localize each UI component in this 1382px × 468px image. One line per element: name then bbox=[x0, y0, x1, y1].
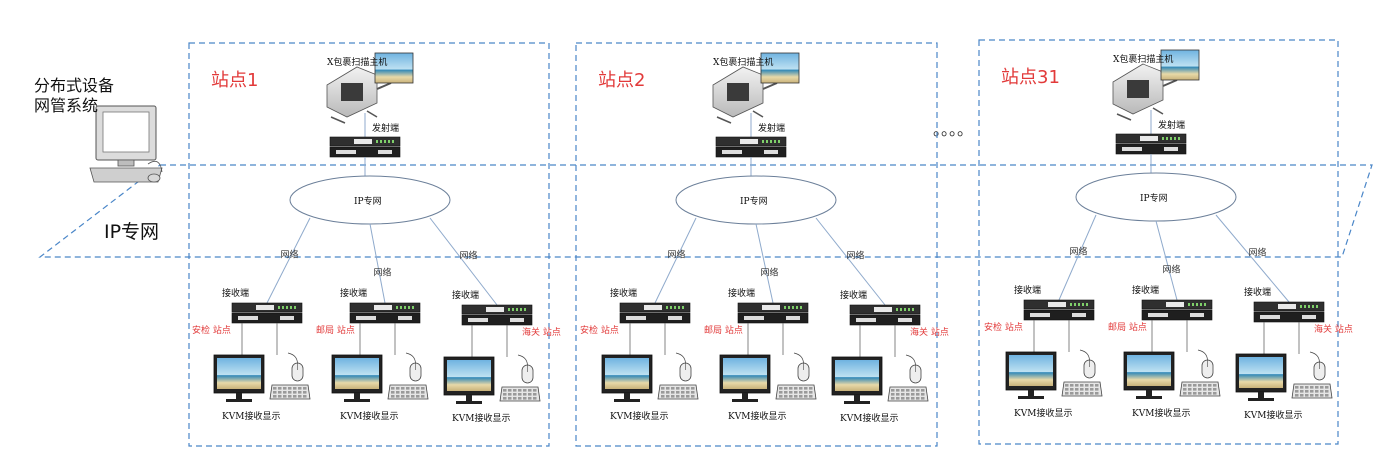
station-title: 站点31 bbox=[1001, 67, 1060, 88]
kvm-label: KVM接收显示 bbox=[1132, 407, 1190, 419]
receiver-label: 接收端 bbox=[1132, 284, 1159, 296]
receiver-device-icon bbox=[1023, 299, 1095, 321]
kvm-label: KVM接收显示 bbox=[222, 410, 280, 422]
transmitter-device-icon bbox=[329, 136, 401, 158]
station-title: 站点1 bbox=[211, 70, 258, 91]
receiver-device-icon bbox=[737, 302, 809, 324]
kvm-label: KVM接收显示 bbox=[452, 412, 510, 424]
ellipsis-text: 。。。。 bbox=[933, 120, 973, 139]
agency-site-label: 海关 站点 bbox=[522, 326, 561, 338]
kvm-workstation-icon bbox=[1005, 349, 1103, 399]
kvm-workstation-icon bbox=[443, 354, 541, 404]
management-title-line1: 分布式设备 bbox=[34, 76, 114, 95]
scanner-monitor-image bbox=[374, 52, 414, 84]
kvm-workstation-icon bbox=[719, 352, 817, 402]
kvm-label: KVM接收显示 bbox=[610, 410, 668, 422]
transmitter-device-icon bbox=[1115, 133, 1187, 155]
agency-site-label: 海关 站点 bbox=[910, 326, 949, 338]
kvm-label: KVM接收显示 bbox=[728, 410, 786, 422]
agency-site-label: 邮局 站点 bbox=[1108, 321, 1147, 333]
agency-site-label: 安检 站点 bbox=[580, 324, 619, 336]
kvm-workstation-icon bbox=[1235, 351, 1333, 401]
kvm-label: KVM接收显示 bbox=[1244, 409, 1302, 421]
network-link-label: 网络 bbox=[374, 267, 392, 279]
kvm-workstation-icon bbox=[213, 352, 311, 402]
agency-site-label: 邮局 站点 bbox=[704, 324, 743, 336]
transmitter-device-icon bbox=[715, 136, 787, 158]
transmitter-label: 发射端 bbox=[1158, 119, 1185, 131]
xray-scanner-icon bbox=[1112, 49, 1200, 121]
transmitter-label: 发射端 bbox=[758, 122, 785, 134]
receiver-label: 接收端 bbox=[1244, 286, 1271, 298]
receiver-device-icon bbox=[1253, 301, 1325, 323]
station-border bbox=[188, 42, 550, 447]
network-link-label: 网络 bbox=[847, 250, 865, 262]
scanner-label: X包裹扫描主机 bbox=[327, 56, 387, 68]
kvm-label: KVM接收显示 bbox=[340, 410, 398, 422]
ip-network-band bbox=[38, 164, 1373, 258]
network-link-label: 网络 bbox=[1070, 246, 1088, 258]
ip-network-label: IP专网 bbox=[354, 195, 382, 207]
network-link-label: 网络 bbox=[1249, 247, 1267, 259]
scanner-monitor-image bbox=[760, 52, 800, 84]
scanner-monitor-image bbox=[1160, 49, 1200, 81]
agency-site-label: 邮局 站点 bbox=[316, 324, 355, 336]
management-network-label: IP专网 bbox=[104, 221, 159, 243]
scanner-label: X包裹扫描主机 bbox=[1113, 53, 1173, 65]
scanner-label: X包裹扫描主机 bbox=[713, 56, 773, 68]
station-border bbox=[575, 42, 938, 447]
receiver-device-icon bbox=[231, 302, 303, 324]
station-title: 站点2 bbox=[598, 70, 645, 91]
kvm-workstation-icon bbox=[331, 352, 429, 402]
xray-scanner-icon bbox=[712, 52, 800, 124]
station-border bbox=[978, 39, 1339, 445]
receiver-label: 接收端 bbox=[728, 287, 755, 299]
management-pc-icon bbox=[89, 105, 163, 183]
receiver-label: 接收端 bbox=[610, 287, 637, 299]
receiver-label: 接收端 bbox=[222, 287, 249, 299]
network-link-label: 网络 bbox=[1163, 264, 1181, 276]
agency-site-label: 海关 站点 bbox=[1314, 323, 1353, 335]
agency-site-label: 安检 站点 bbox=[984, 321, 1023, 333]
kvm-workstation-icon bbox=[831, 354, 929, 404]
network-link-label: 网络 bbox=[460, 250, 478, 262]
receiver-label: 接收端 bbox=[452, 289, 479, 301]
receiver-label: 接收端 bbox=[1014, 284, 1041, 296]
ip-network-label: IP专网 bbox=[740, 195, 768, 207]
xray-scanner-icon bbox=[326, 52, 414, 124]
receiver-device-icon bbox=[1141, 299, 1213, 321]
receiver-label: 接收端 bbox=[340, 287, 367, 299]
kvm-label: KVM接收显示 bbox=[1014, 407, 1072, 419]
network-link-label: 网络 bbox=[281, 249, 299, 261]
receiver-device-icon bbox=[349, 302, 421, 324]
agency-site-label: 安检 站点 bbox=[192, 324, 231, 336]
management-title-line2: 网管系统 bbox=[34, 96, 98, 115]
ip-network-label: IP专网 bbox=[1140, 192, 1168, 204]
transmitter-label: 发射端 bbox=[372, 122, 399, 134]
kvm-workstation-icon bbox=[601, 352, 699, 402]
kvm-workstation-icon bbox=[1123, 349, 1221, 399]
network-link-label: 网络 bbox=[761, 267, 779, 279]
network-link-label: 网络 bbox=[668, 249, 686, 261]
receiver-device-icon bbox=[619, 302, 691, 324]
kvm-label: KVM接收显示 bbox=[840, 412, 898, 424]
receiver-label: 接收端 bbox=[840, 289, 867, 301]
receiver-device-icon bbox=[849, 304, 921, 326]
receiver-device-icon bbox=[461, 304, 533, 326]
